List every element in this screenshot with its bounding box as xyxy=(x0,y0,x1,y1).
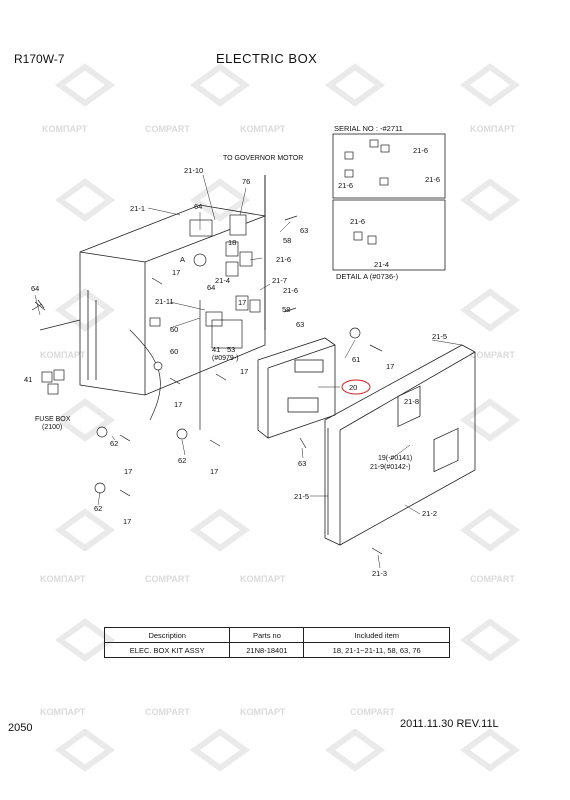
callout: 20 xyxy=(349,383,357,392)
detail-a-box: 21-6 21-4 DETAIL A (#0736-) xyxy=(332,199,446,281)
internal-components xyxy=(129,214,261,430)
callout: 18 xyxy=(228,238,236,247)
callout: 63 xyxy=(296,320,304,329)
table-header: Parts no xyxy=(229,627,305,643)
callout: 21-5 xyxy=(432,332,447,341)
fuse-parts xyxy=(31,299,65,395)
serial-label: 21-6 xyxy=(338,181,353,190)
watermark-text: COMPART xyxy=(470,574,515,584)
callout: 61 xyxy=(352,355,360,364)
table-header: Included item xyxy=(303,627,450,643)
page-number: 2050 xyxy=(8,722,33,734)
cover-panel xyxy=(324,344,476,546)
callout: 64 xyxy=(207,283,215,292)
detail-label: 21-4 xyxy=(374,260,389,269)
watermark-text: KOMПАРТ xyxy=(40,574,86,584)
table-cell: 21N8-18401 xyxy=(229,642,305,658)
callout: 21-6 xyxy=(276,255,291,264)
callout: 21-11 xyxy=(155,297,174,306)
callout: 17 xyxy=(210,467,218,476)
watermark-text: KOMПАРТ xyxy=(240,124,286,134)
watermark-text: KOMПАРТ xyxy=(240,574,286,584)
callout: 21-3 xyxy=(372,569,387,578)
callout: 17 xyxy=(238,298,246,307)
revision-date: 2011.11.30 REV.11L xyxy=(400,718,499,730)
callout: 63 xyxy=(300,226,308,235)
callout: 17 xyxy=(174,400,182,409)
callout: 21-5 xyxy=(294,492,309,501)
callout: 21-1 xyxy=(130,204,145,213)
callout: 21-8 xyxy=(404,397,419,406)
callout: FUSE BOX xyxy=(35,416,71,423)
table-header-row: Description Parts no Included item xyxy=(103,627,450,643)
callout: 21-9(#0142-) xyxy=(370,464,410,471)
callout: 60 xyxy=(170,347,178,356)
callout: 41 xyxy=(212,345,220,354)
callout: 21-4 xyxy=(215,276,230,285)
callout: A xyxy=(180,255,185,264)
watermark-text: COMPART xyxy=(350,707,395,717)
callout: 62 xyxy=(110,439,118,448)
callout: 60 xyxy=(170,325,178,334)
controller-unit xyxy=(257,337,371,439)
watermark-text: KOMПАРТ xyxy=(470,124,516,134)
callout: 21-6 xyxy=(283,286,298,295)
callout: 21-2 xyxy=(422,509,437,518)
watermark-text: COMPART xyxy=(145,574,190,584)
detail-title: DETAIL A (#0736-) xyxy=(336,272,399,281)
callout: 41 xyxy=(24,375,32,384)
watermark-text: COMPART xyxy=(145,707,190,717)
callout-labels: TO GOVERNOR MOTOR 21-10 76 21-1 64 63 58… xyxy=(24,155,447,578)
model-label: R170W-7 xyxy=(14,52,65,66)
callout: (2100) xyxy=(42,424,62,431)
table-row: ELEC. BOX KIT ASSY 21N8-18401 18, 21-1~2… xyxy=(103,642,450,658)
watermark-text: KOMПАРТ xyxy=(42,124,88,134)
leader-lines xyxy=(34,174,463,569)
callout: 63 xyxy=(298,459,306,468)
serial-label: 21-6 xyxy=(425,175,440,184)
watermark: KOMПАРТ COMPART KOMПАРТ KOMПАРТ KOMПАРТ … xyxy=(40,63,521,772)
callout: 76 xyxy=(242,177,250,186)
callout: 17 xyxy=(240,367,248,376)
callout: 21-7 xyxy=(272,276,287,285)
table-cell: ELEC. BOX KIT ASSY xyxy=(103,642,231,658)
callout: 64 xyxy=(31,284,39,293)
watermark-text: KOMПАРТ xyxy=(40,350,86,360)
serial-label: 21-6 xyxy=(413,146,428,155)
table-header: Description xyxy=(103,627,231,643)
watermark-text: KOMПАРТ xyxy=(40,707,86,717)
watermark-text: KOMПАРТ xyxy=(240,707,286,717)
callout: 62 xyxy=(178,456,186,465)
watermark-text: COMPART xyxy=(470,350,515,360)
detail-label: 21-6 xyxy=(350,217,365,226)
callout: 53 xyxy=(227,345,235,354)
callout: 62 xyxy=(94,504,102,513)
callout: 17 xyxy=(172,268,180,277)
table-cell: 18, 21-1~21-11, 58, 63, 76 xyxy=(303,642,450,658)
callout: TO GOVERNOR MOTOR xyxy=(223,155,303,162)
callout: 21-10 xyxy=(184,166,203,175)
callout: 17 xyxy=(123,517,131,526)
watermark-text: COMPART xyxy=(145,124,190,134)
callout: (#0979-) xyxy=(212,355,238,362)
callout: 58 xyxy=(283,236,291,245)
serial-detail-box: SERIAL NO : -#2711 21-6 21-6 21-6 xyxy=(332,124,446,199)
kit-table: Description Parts no Included item ELEC.… xyxy=(103,627,450,658)
callout: 58 xyxy=(282,305,290,314)
callout: 19(-#0141) xyxy=(378,455,412,462)
callout: 17 xyxy=(386,362,394,371)
serial-title: SERIAL NO : -#2711 xyxy=(334,124,403,133)
page-title: ELECTRIC BOX xyxy=(216,51,318,66)
callout: 17 xyxy=(124,467,132,476)
callout: 64 xyxy=(194,202,202,211)
